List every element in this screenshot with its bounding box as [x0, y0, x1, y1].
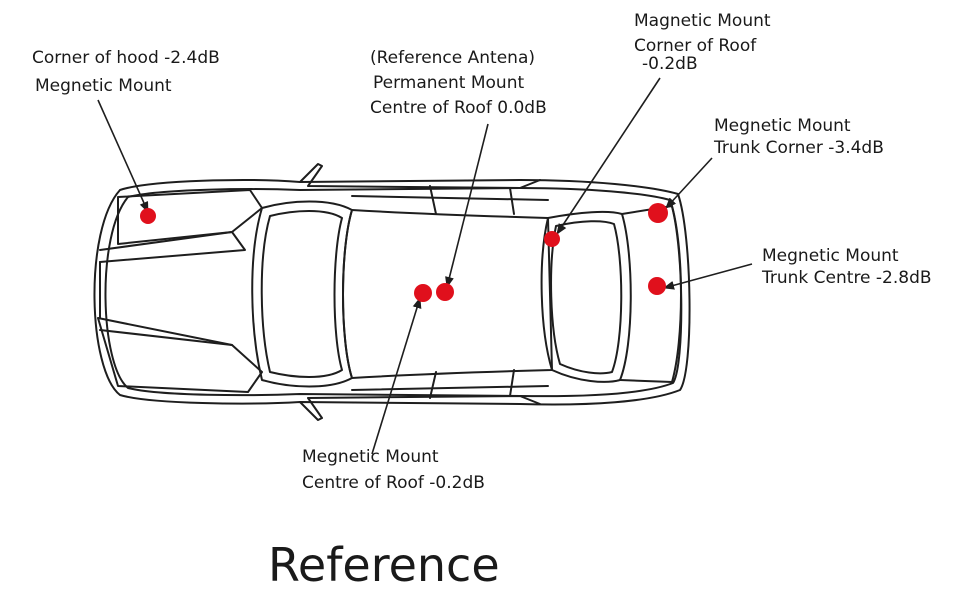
marker-reference-roof: [436, 283, 454, 301]
label-reference-roof-line3: Centre of Roof 0.0dB: [370, 98, 547, 118]
rear-window-inner: [550, 220, 623, 375]
leader-reference-roof: [445, 123, 489, 289]
hood-panel: [117, 189, 263, 245]
hood-panel-lower: [97, 317, 263, 393]
car-body-inner-line: [104, 187, 683, 398]
hood-crease-lower: [99, 329, 233, 346]
marker-hood-corner: [140, 208, 156, 224]
marker-trunk-centre: [648, 277, 666, 295]
leader-roof-corner: [556, 77, 661, 235]
label-roof-centre-magnetic: Megnetic Mount Centre of Roof -0.2dB: [302, 446, 485, 494]
door-split-bottom-2: [509, 369, 515, 397]
trunk-lid: [619, 205, 682, 383]
roof: [342, 209, 553, 379]
label-roof-centre-magnetic-line1: Megnetic Mount: [302, 447, 439, 467]
leader-trunk-corner: [665, 157, 713, 209]
door-split-bottom: [429, 371, 437, 399]
side-window-top: [299, 163, 541, 189]
side-window-bottom: [299, 395, 541, 421]
label-reference-roof-line1: (Reference Antena): [370, 48, 535, 68]
label-roof-centre-magnetic-line2: Centre of Roof -0.2dB: [302, 473, 485, 493]
label-roof-corner: Magnetic Mount Corner of Roof -0.2dB: [634, 10, 771, 73]
label-reference-roof-line2: Permanent Mount: [373, 73, 525, 93]
windshield-inner: [260, 210, 343, 378]
leader-trunk-centre: [662, 263, 753, 290]
leader-roof-centre-magnetic: [371, 296, 422, 455]
label-roof-corner-line3: -0.2dB: [642, 54, 698, 74]
label-roof-corner-line2: Corner of Roof: [634, 36, 757, 56]
door-line-bottom: [351, 385, 549, 391]
label-roof-corner-line1: Magnetic Mount: [634, 11, 771, 31]
label-reference-roof: (Reference Antena) Permanent Mount Centr…: [370, 47, 547, 119]
diagram-title: Reference: [268, 538, 500, 592]
hood-crease-upper: [99, 231, 246, 263]
door-split-top: [429, 185, 437, 215]
label-hood-corner: Corner of hood -2.4dB Megnetic Mount: [32, 47, 220, 97]
car-body-outline: [93, 179, 691, 406]
label-trunk-corner-line1: Megnetic Mount: [714, 116, 851, 136]
label-trunk-centre-line2: Trunk Centre -2.8dB: [762, 268, 932, 288]
label-trunk-centre: Megnetic Mount Trunk Centre -2.8dB: [762, 245, 932, 289]
label-hood-corner-line2: Megnetic Mount: [35, 76, 172, 96]
door-split-top-2: [509, 187, 515, 215]
label-hood-corner-line1: Corner of hood -2.4dB: [32, 48, 220, 68]
label-trunk-centre-line1: Megnetic Mount: [762, 246, 899, 266]
leader-hood-corner: [97, 99, 149, 214]
marker-roof-centre-magnetic: [414, 284, 432, 302]
marker-trunk-corner: [648, 203, 668, 223]
label-trunk-corner-line2: Trunk Corner -3.4dB: [714, 138, 884, 158]
door-line-top: [351, 195, 549, 201]
label-trunk-corner: Megnetic Mount Trunk Corner -3.4dB: [714, 115, 884, 159]
marker-roof-corner: [544, 231, 560, 247]
